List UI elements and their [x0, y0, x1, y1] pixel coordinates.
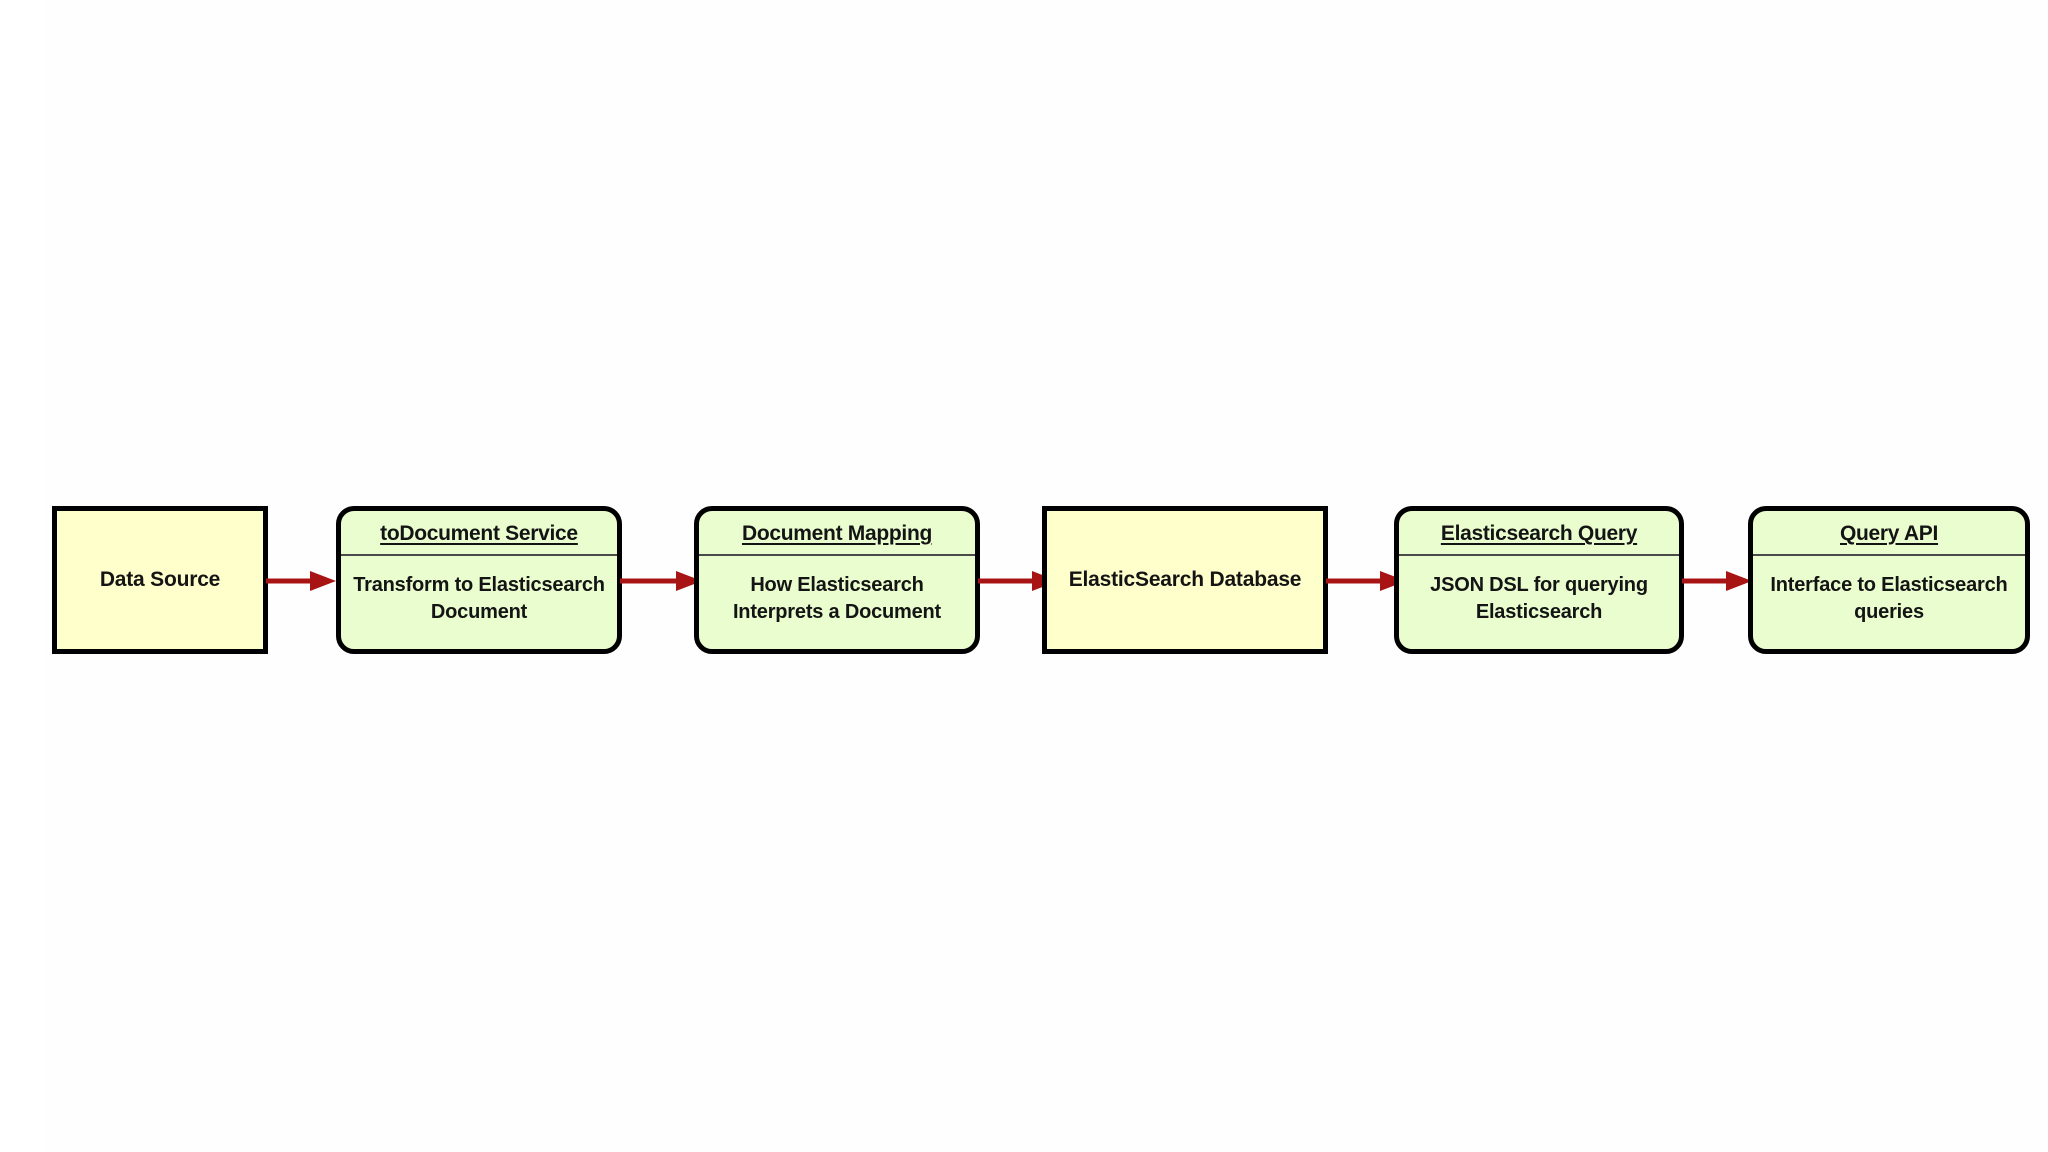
- node-todocument-service-body: Transform to Elasticsearch Document: [353, 574, 605, 623]
- node-elasticsearch-query-divider: [1399, 554, 1679, 557]
- node-query-api-body: Interface to Elasticsearch queries: [1770, 574, 2008, 623]
- node-document-mapping-divider: [699, 554, 975, 557]
- arrow-todocument-service-to-document-mapping: [620, 568, 704, 594]
- node-data-source-label: Data Source: [99, 568, 221, 592]
- node-elasticsearch-database-label: ElasticSearch Database: [1068, 568, 1302, 592]
- node-elasticsearch-query[interactable]: Elasticsearch Query JSON DSL for queryin…: [1394, 506, 1684, 654]
- node-query-api[interactable]: Query API Interface to Elasticsearch que…: [1748, 506, 2030, 654]
- node-document-mapping[interactable]: Document Mapping How Elasticsearch Inter…: [694, 506, 980, 654]
- node-elasticsearch-database[interactable]: ElasticSearch Database: [1042, 506, 1328, 654]
- arrow-elasticsearch-query-to-query-api: [1682, 568, 1754, 594]
- node-data-source[interactable]: Data Source: [52, 506, 268, 654]
- flow-row: Data Source toDocument Service Transform…: [0, 496, 2048, 666]
- node-document-mapping-title: Document Mapping: [741, 522, 933, 545]
- node-query-api-title: Query API: [1839, 522, 1939, 545]
- arrow-elasticsearch-database-to-elasticsearch-query: [1326, 568, 1408, 594]
- node-document-mapping-body: How Elasticsearch Interprets a Document: [732, 574, 942, 623]
- node-elasticsearch-query-title: Elasticsearch Query: [1440, 522, 1638, 545]
- node-todocument-service-title: toDocument Service: [380, 522, 578, 545]
- node-elasticsearch-query-body: JSON DSL for querying Elasticsearch: [1430, 574, 1648, 623]
- node-query-api-divider: [1753, 554, 2025, 557]
- node-todocument-service[interactable]: toDocument Service Transform to Elastics…: [336, 506, 622, 654]
- arrow-data-source-to-todocument-service: [266, 568, 338, 594]
- node-todocument-service-divider: [341, 554, 617, 557]
